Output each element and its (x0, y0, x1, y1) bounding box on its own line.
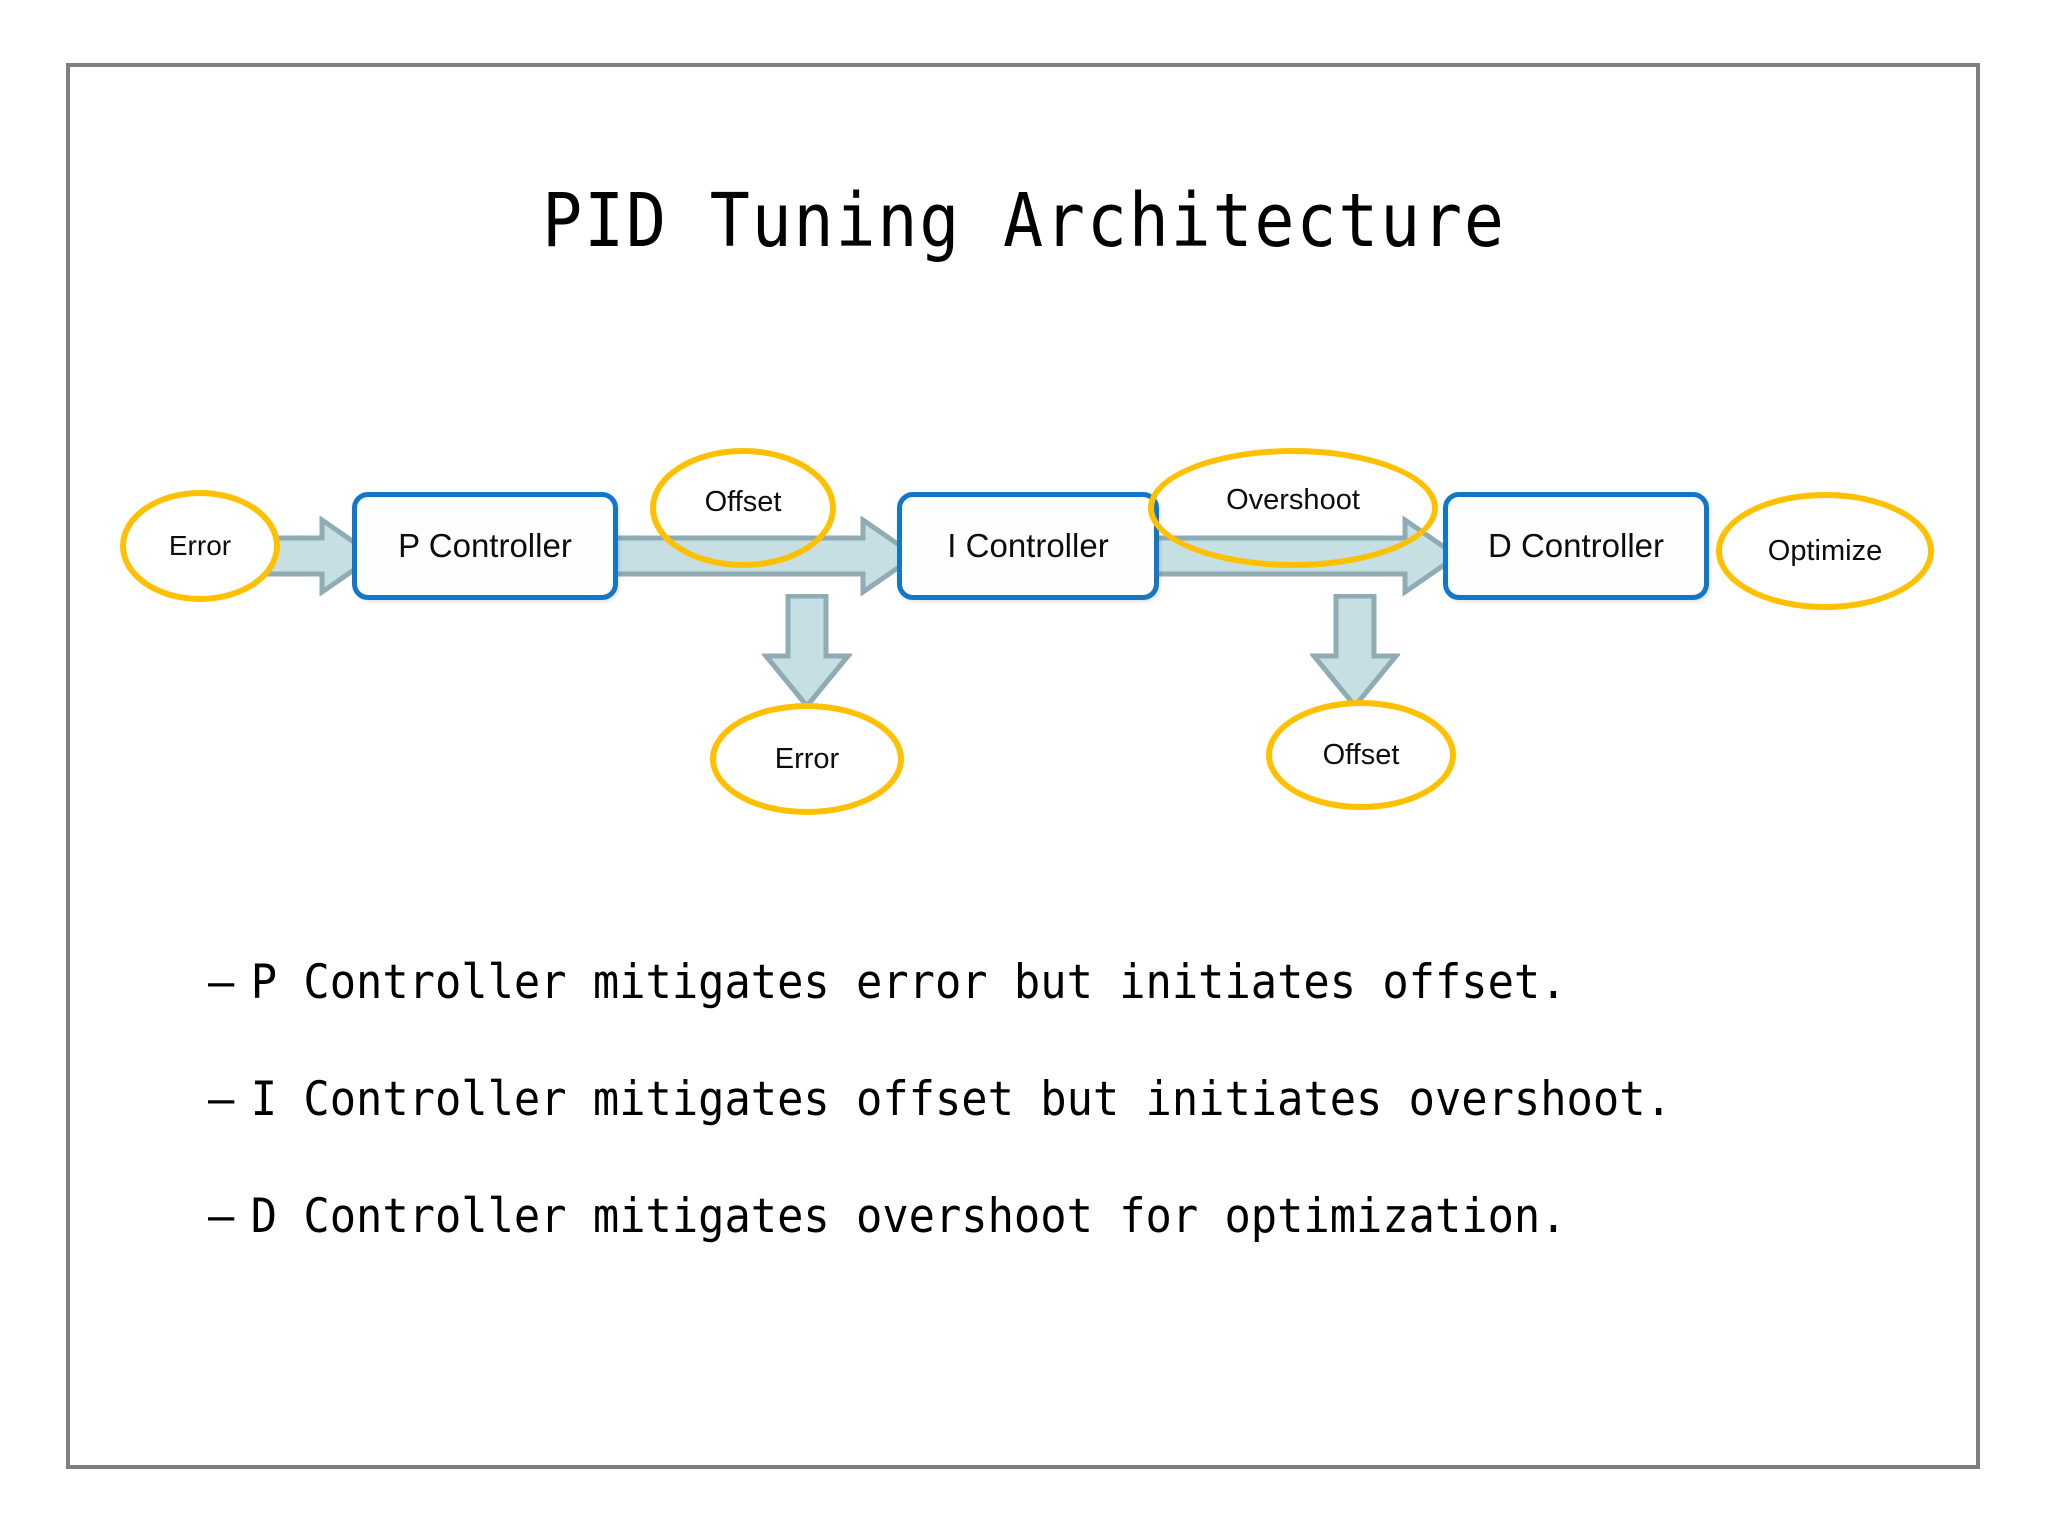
node-d-controller[interactable]: D Controller (1443, 492, 1709, 600)
node-offset-output[interactable]: Offset (1266, 700, 1456, 810)
bullet-marker: – (208, 1072, 235, 1127)
slide-border-frame (66, 63, 1980, 1469)
arrow-i-controller-to-offset (1310, 594, 1400, 709)
node-offset-annotation-label: Offset (704, 486, 782, 518)
bullet-text: D Controller mitigates overshoot for opt… (250, 1189, 1567, 1244)
list-item: –P Controller mitigates error but initia… (208, 955, 1789, 1010)
node-error-output-label: Error (774, 742, 840, 775)
node-optimize-output[interactable]: Optimize (1716, 492, 1934, 610)
node-error-output[interactable]: Error (710, 703, 904, 815)
bullet-text: I Controller mitigates offset but initia… (250, 1072, 1672, 1127)
arrow-p-controller-to-error (762, 594, 852, 709)
node-offset-annotation[interactable]: Offset (650, 448, 836, 568)
node-d-controller-label: D Controller (1487, 527, 1665, 564)
bullet-list: –P Controller mitigates error but initia… (208, 955, 1908, 1306)
arrow-error-to-p-controller (262, 516, 377, 596)
bullet-marker: – (208, 1189, 235, 1244)
node-p-controller-label: P Controller (398, 527, 572, 564)
list-item: –I Controller mitigates offset but initi… (208, 1072, 1789, 1127)
node-error-input-label: Error (168, 530, 232, 561)
list-item: –D Controller mitigates overshoot for op… (208, 1189, 1789, 1244)
node-i-controller-label: I Controller (947, 527, 1109, 564)
node-i-controller[interactable]: I Controller (897, 492, 1159, 600)
node-optimize-output-label: Optimize (1767, 534, 1883, 567)
node-error-input[interactable]: Error (120, 490, 280, 602)
bullet-text: P Controller mitigates error but initiat… (250, 955, 1567, 1010)
node-overshoot-annotation-label: Overshoot (1226, 484, 1360, 516)
node-offset-output-label: Offset (1322, 738, 1400, 771)
bullet-marker: – (208, 955, 235, 1010)
page-title: PID Tuning Architecture (542, 178, 1506, 264)
node-overshoot-annotation[interactable]: Overshoot (1148, 448, 1438, 568)
node-p-controller[interactable]: P Controller (352, 492, 618, 600)
